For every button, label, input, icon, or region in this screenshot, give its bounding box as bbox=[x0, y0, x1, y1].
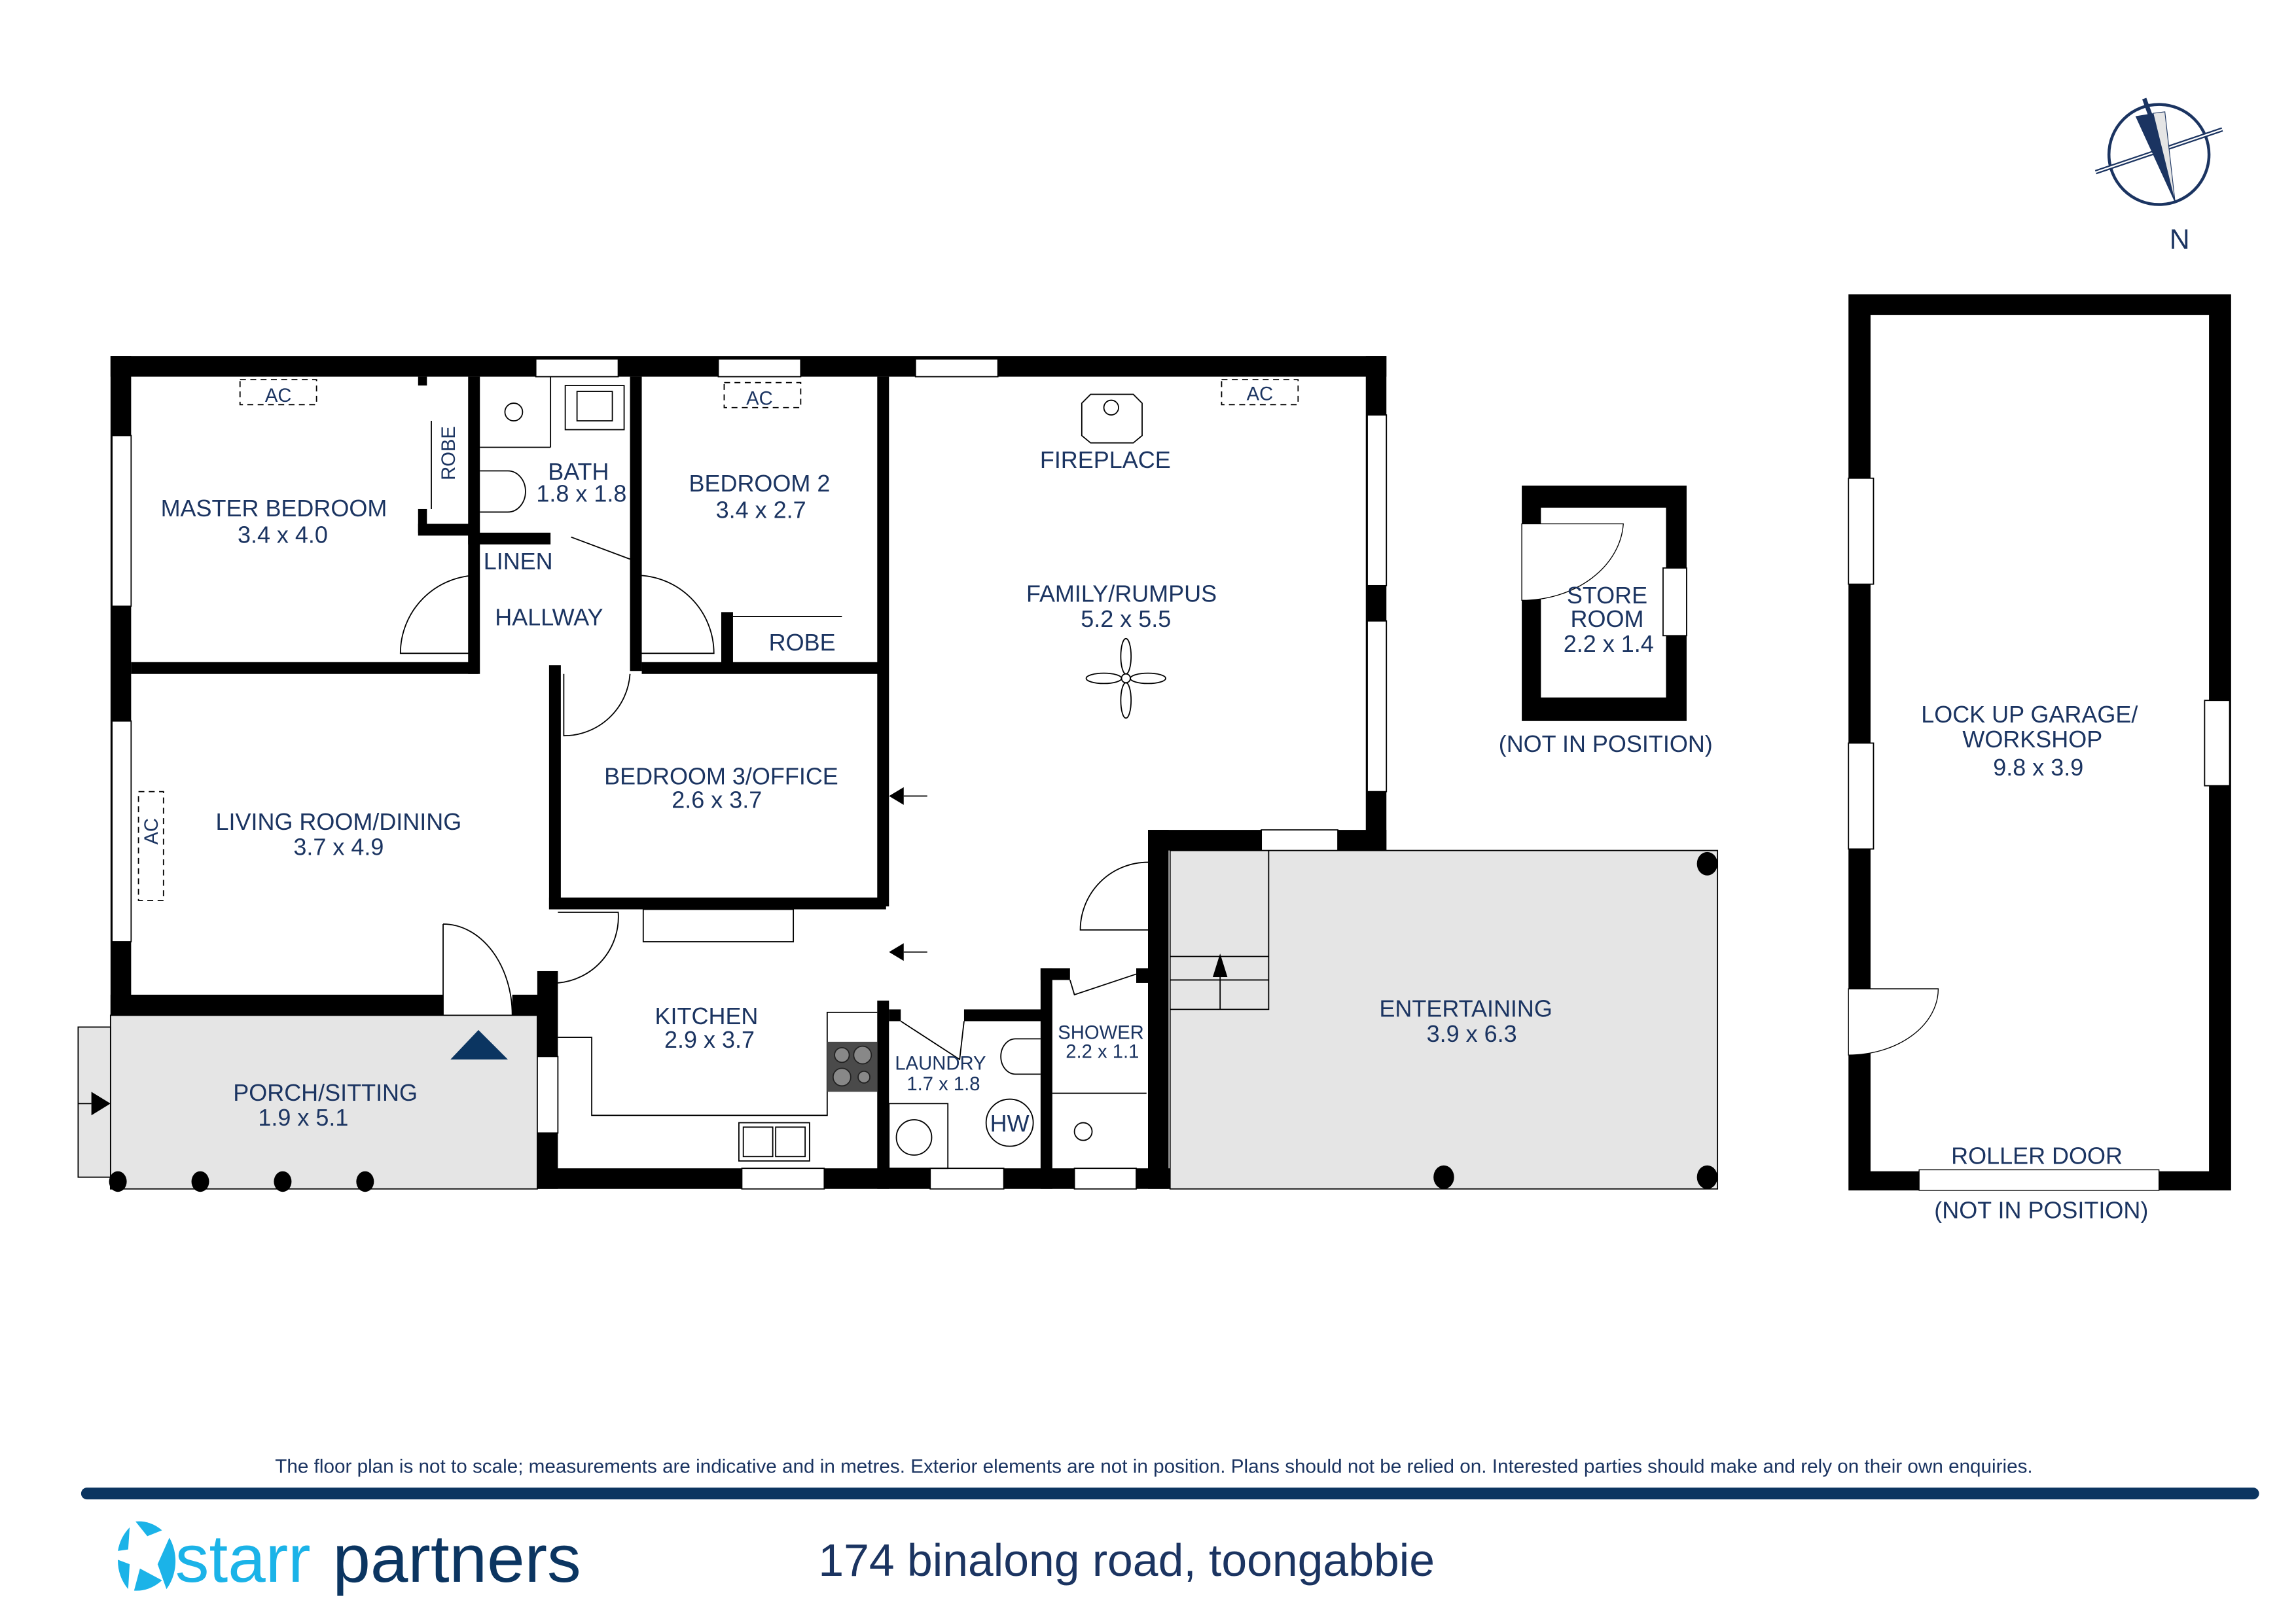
bedroom2-ac-label: AC bbox=[746, 388, 773, 409]
compass-rose-icon bbox=[2094, 98, 2223, 206]
living-ac-label: AC bbox=[141, 818, 162, 845]
kitchen-sink-icon bbox=[738, 1122, 810, 1162]
brand-name-starr: starr bbox=[175, 1520, 311, 1596]
entertaining-label: ENTERTAINING bbox=[1379, 995, 1552, 1022]
bedroom3-label: BEDROOM 3/OFFICE bbox=[604, 762, 838, 789]
living-label: LIVING ROOM/DINING bbox=[216, 808, 462, 835]
store-room: STORE ROOM 2.2 x 1.4 (NOT IN POSITION) bbox=[1499, 485, 1713, 757]
footer-divider bbox=[81, 1488, 2259, 1500]
bedroom2-label: BEDROOM 2 bbox=[689, 470, 830, 497]
hallway-label: HALLWAY bbox=[495, 604, 603, 631]
porch-label: PORCH/SITTING bbox=[233, 1079, 418, 1106]
bedroom2-robe-label: ROBE bbox=[769, 629, 836, 656]
compass: N bbox=[2094, 98, 2223, 255]
property-address: 174 binalong road, toongabbie bbox=[818, 1535, 1435, 1586]
kitchen-dims: 2.9 x 3.7 bbox=[664, 1026, 755, 1053]
garage: LOCK UP GARAGE/ WORKSHOP 9.8 x 3.9 ROLLE… bbox=[1848, 294, 2231, 1224]
shower-label: SHOWER bbox=[1058, 1022, 1143, 1043]
fireplace-label: FIREPLACE bbox=[1040, 446, 1171, 473]
store-label-1: STORE bbox=[1567, 582, 1647, 609]
garage-note: (NOT IN POSITION) bbox=[1934, 1197, 2148, 1224]
bedroom3-dims: 2.6 x 3.7 bbox=[672, 786, 762, 813]
room-labels: AC MASTER BEDROOM 3.4 x 4.0 ROBE BATH 1.… bbox=[141, 384, 1552, 1137]
master-robe-label: ROBE bbox=[439, 426, 459, 480]
store-label-2: ROOM bbox=[1571, 605, 1644, 632]
starr-logo-icon bbox=[118, 1521, 176, 1591]
garage-label-2: WORKSHOP bbox=[1962, 726, 2102, 753]
linen-label: LINEN bbox=[484, 548, 553, 575]
fixtures bbox=[78, 376, 1718, 1192]
master-ac-label: AC bbox=[265, 385, 292, 406]
living-dims: 3.7 x 4.9 bbox=[293, 833, 384, 860]
windows bbox=[111, 358, 1388, 1190]
ceiling-fan-icon bbox=[1085, 637, 1166, 719]
bath-label: BATH bbox=[548, 458, 609, 485]
brand-name-partners: partners bbox=[332, 1520, 581, 1596]
store-dims: 2.2 x 1.4 bbox=[1564, 630, 1654, 657]
posts bbox=[109, 851, 1718, 1192]
disclaimer-text: The floor plan is not to scale; measurem… bbox=[275, 1456, 2032, 1478]
kitchen-label: KITCHEN bbox=[655, 1003, 759, 1029]
hot-water-label: HW bbox=[990, 1110, 1030, 1137]
brand-logo: starr partners bbox=[118, 1520, 581, 1596]
hot-water-icon bbox=[985, 1098, 1034, 1147]
store-note: (NOT IN POSITION) bbox=[1499, 730, 1713, 757]
porch-dims: 1.9 x 5.1 bbox=[258, 1104, 348, 1131]
compass-north-label: N bbox=[2170, 224, 2190, 255]
entertaining-floor bbox=[1169, 849, 1719, 1190]
entertaining-dims: 3.9 x 6.3 bbox=[1427, 1020, 1517, 1047]
bath-dims: 1.8 x 1.8 bbox=[536, 480, 626, 507]
fireplace-icon bbox=[1081, 393, 1143, 444]
bedroom2-dims: 3.4 x 2.7 bbox=[716, 496, 806, 523]
roller-door-label: ROLLER DOOR bbox=[1951, 1142, 2123, 1169]
family-ac-label: AC bbox=[1247, 384, 1274, 405]
shower-dims: 2.2 x 1.1 bbox=[1066, 1042, 1139, 1063]
laundry-dims: 1.7 x 1.8 bbox=[906, 1074, 980, 1095]
roller-door bbox=[1918, 1169, 2160, 1191]
doors bbox=[399, 536, 1149, 1061]
family-label: FAMILY/RUMPUS bbox=[1026, 580, 1217, 607]
family-dims: 5.2 x 5.5 bbox=[1081, 605, 1171, 632]
front-entry-marker-icon bbox=[450, 1029, 508, 1060]
garage-label-1: LOCK UP GARAGE/ bbox=[1921, 701, 2138, 728]
master-bedroom-label: MASTER BEDROOM bbox=[161, 495, 387, 522]
laundry-label: LAUNDRY bbox=[895, 1054, 986, 1075]
master-bedroom-dims: 3.4 x 4.0 bbox=[238, 522, 328, 548]
garage-dims: 9.8 x 3.9 bbox=[1993, 754, 2083, 781]
